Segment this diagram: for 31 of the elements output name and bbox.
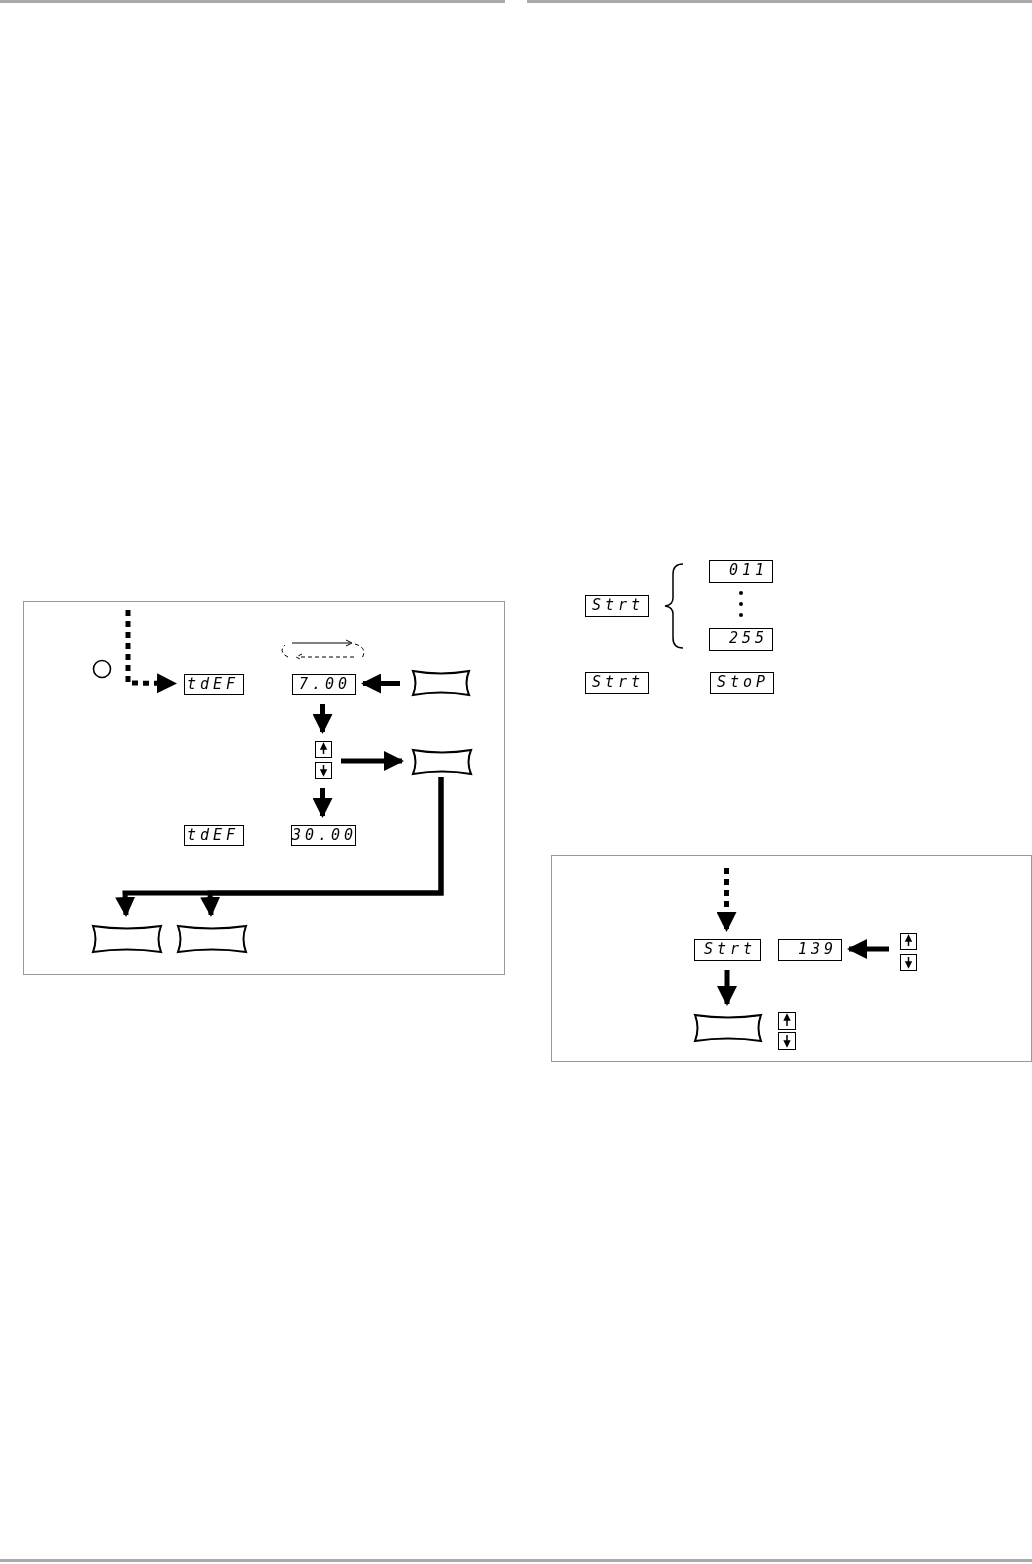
diagram-frame xyxy=(23,601,505,975)
arrow xyxy=(717,970,737,1006)
seven-segment-display: Strt xyxy=(694,939,761,961)
arrow xyxy=(312,704,333,734)
arrow xyxy=(125,610,177,694)
arrow xyxy=(847,939,889,959)
arrow xyxy=(341,751,404,771)
up-down-keys-icon xyxy=(900,933,917,971)
seven-segment-display: 011 xyxy=(709,560,773,583)
up-down-keys-icon xyxy=(315,741,332,779)
up-down-keys-icon xyxy=(778,1012,796,1050)
diagram-frame xyxy=(551,855,1032,1062)
seven-segment-display: 30.00 xyxy=(291,825,356,846)
seven-segment-display: 139 xyxy=(778,939,842,961)
seven-segment-display: tdEF xyxy=(184,674,244,695)
key-button xyxy=(411,669,471,697)
arrow xyxy=(361,673,400,694)
arrow xyxy=(312,788,333,818)
seven-segment-display: Strt xyxy=(585,672,649,694)
key-button xyxy=(91,924,163,954)
seven-segment-display: 7.00 xyxy=(292,674,356,695)
arrow xyxy=(716,868,737,932)
key-button xyxy=(411,748,473,776)
seven-segment-display: Strt xyxy=(585,595,649,617)
arrow xyxy=(200,777,444,917)
key-button xyxy=(693,1013,763,1043)
seven-segment-display: tdEF xyxy=(184,825,244,846)
seven-segment-display: 255 xyxy=(709,628,773,651)
circle-mark xyxy=(92,659,112,679)
key-button xyxy=(176,924,248,954)
seven-segment-display: StoP xyxy=(710,672,774,694)
